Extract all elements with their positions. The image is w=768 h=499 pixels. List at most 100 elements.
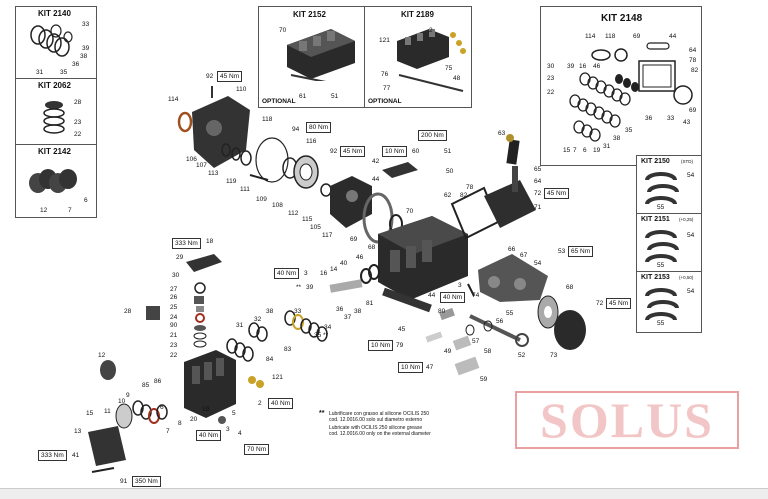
label-3b: 3 xyxy=(458,282,462,289)
label-112: 112 xyxy=(288,210,299,217)
label-83: 83 xyxy=(284,346,292,353)
label-7: 7 xyxy=(166,428,170,435)
note-it-line1: Lubrificare con grasso al silicone OCILI… xyxy=(329,411,430,417)
label-88: ** xyxy=(296,284,302,291)
torque-45nm-b: 45 Nm xyxy=(340,146,366,157)
kit-2151-num-55: 55 xyxy=(657,262,665,269)
label-40: 40 xyxy=(340,260,348,267)
torque-70nm: 70 Nm xyxy=(244,444,270,455)
kit-2153-num-55: 55 xyxy=(657,320,665,327)
kit-2148-num-43: 43 xyxy=(683,119,691,126)
torque-45nm-a: 45 Nm xyxy=(217,71,243,82)
kit-2153-box: KIT 2153 (+0,50) 54 55 xyxy=(636,271,702,333)
torque-45nm-c: 45 Nm xyxy=(544,188,570,199)
label-117: 117 xyxy=(322,232,333,239)
label-94: 94 xyxy=(292,126,300,133)
label-26: 26 xyxy=(170,294,178,301)
label-91: 91 xyxy=(120,478,128,485)
label-38b: 38 xyxy=(266,308,274,315)
label-37: 37 xyxy=(344,314,352,321)
kit-2148-num-118: 118 xyxy=(605,33,616,40)
label-6: 6 xyxy=(160,404,164,411)
kit-2140-num-31: 31 xyxy=(36,69,44,76)
label-3c: 3 xyxy=(226,426,230,433)
label-72b: 72 xyxy=(596,300,604,307)
kit-2062-num-28: 28 xyxy=(74,99,82,106)
kit-2148-num-38: 38 xyxy=(613,135,621,142)
label-108: 108 xyxy=(272,202,283,209)
label-42: 42 xyxy=(372,158,380,165)
kit-2140-box: KIT 2140 33 39 38 36 31 35 xyxy=(15,6,97,80)
kit-2140-num-33: 33 xyxy=(82,21,90,28)
kit-2148-title: KIT 2148 xyxy=(601,13,643,24)
label-9: 9 xyxy=(126,392,130,399)
lubrication-note: ** Lubrificare con grasso al silicone OC… xyxy=(319,410,484,439)
label-52: 52 xyxy=(518,352,526,359)
kit-2148-num-64: 64 xyxy=(689,47,697,54)
kit-2148-num-19: 19 xyxy=(593,147,601,154)
label-106: 106 xyxy=(186,156,197,163)
label-12: 12 xyxy=(98,352,106,359)
kit-2142-num-6: 6 xyxy=(84,197,88,204)
label-44a: 44 xyxy=(372,176,380,183)
kit-2150-box: KIT 2150 (STD) 54 55 xyxy=(636,155,702,215)
torque-40nm-c: 40 Nm xyxy=(268,398,294,409)
label-111: 111 xyxy=(240,186,250,193)
label-107: 107 xyxy=(196,162,207,169)
label-8: 8 xyxy=(178,420,182,427)
label-92: 92 xyxy=(206,73,214,80)
kit-2148-box: KIT 2148 114 118 69 44 64 78 82 30 39 16… xyxy=(540,6,702,166)
torque-65nm: 65 Nm xyxy=(568,246,594,257)
label-38a: 38 xyxy=(354,308,362,315)
kit-2148-num-78: 78 xyxy=(689,57,697,64)
kit-2148-num-16: 16 xyxy=(579,63,587,70)
kit-2152-title: KIT 2152 xyxy=(293,10,326,19)
label-69: 69 xyxy=(350,236,358,243)
label-72a: 72 xyxy=(534,190,542,197)
kit-2189-box: KIT 2189 2 121 75 76 77 48 OPTIONAL xyxy=(364,6,472,108)
bottom-bar xyxy=(0,488,768,499)
label-115: 115 xyxy=(302,216,313,223)
kit-2142-num-12: 12 xyxy=(40,207,48,214)
label-33: 33 xyxy=(294,308,302,315)
kit-2153-num-54: 54 xyxy=(687,288,695,295)
label-50: 50 xyxy=(446,168,454,175)
kit-2150-num-54: 54 xyxy=(687,172,695,179)
label-18: 18 xyxy=(206,238,214,245)
kit-2189-rod xyxy=(398,74,464,92)
label-56: 56 xyxy=(496,318,504,325)
label-63: 63 xyxy=(498,130,506,137)
kit-2142-title: KIT 2142 xyxy=(38,147,71,156)
kit-2148-num-46: 46 xyxy=(593,63,601,70)
label-14: 14 xyxy=(330,266,338,273)
kit-2140-num-38: 38 xyxy=(80,53,88,60)
kit-2151-sub: (+0,25) xyxy=(679,217,694,222)
label-82: 82 xyxy=(460,192,468,199)
kit-2152-num-51: 51 xyxy=(331,93,339,100)
kit-2151-title: KIT 2151 xyxy=(641,216,670,223)
label-21: 21 xyxy=(170,332,178,339)
kit-2148-num-15: 15 xyxy=(563,147,571,154)
label-70: 70 xyxy=(406,208,414,215)
label-64: 64 xyxy=(534,178,542,185)
label-41: 41 xyxy=(72,452,80,459)
label-46: 46 xyxy=(356,254,364,261)
kit-2062-box: KIT 2062 28 23 22 xyxy=(15,78,97,146)
kit-2140-title: KIT 2140 xyxy=(38,9,71,18)
torque-40nm-a: 40 Nm xyxy=(274,268,300,279)
kit-2189-num-48: 48 xyxy=(453,75,461,82)
kit-2150-title: KIT 2150 xyxy=(641,158,670,165)
kit-2148-num-30: 30 xyxy=(547,63,555,70)
torque-333nm-b: 333 Nm xyxy=(38,450,67,461)
watermark-text: SOLUS xyxy=(540,392,714,448)
kit-2062-num-22: 22 xyxy=(74,131,82,138)
label-25: 25 xyxy=(170,304,178,311)
kit-2148-num-31: 31 xyxy=(603,143,611,150)
label-19: 19 xyxy=(202,406,210,413)
label-35: 35 ** xyxy=(314,332,329,339)
label-36: 36 xyxy=(336,306,344,313)
kit-2148-num-22: 22 xyxy=(547,89,555,96)
kit-2152-head xyxy=(287,29,355,81)
kit-2062-num-23: 23 xyxy=(74,119,82,126)
label-92b: 92 xyxy=(330,148,338,155)
